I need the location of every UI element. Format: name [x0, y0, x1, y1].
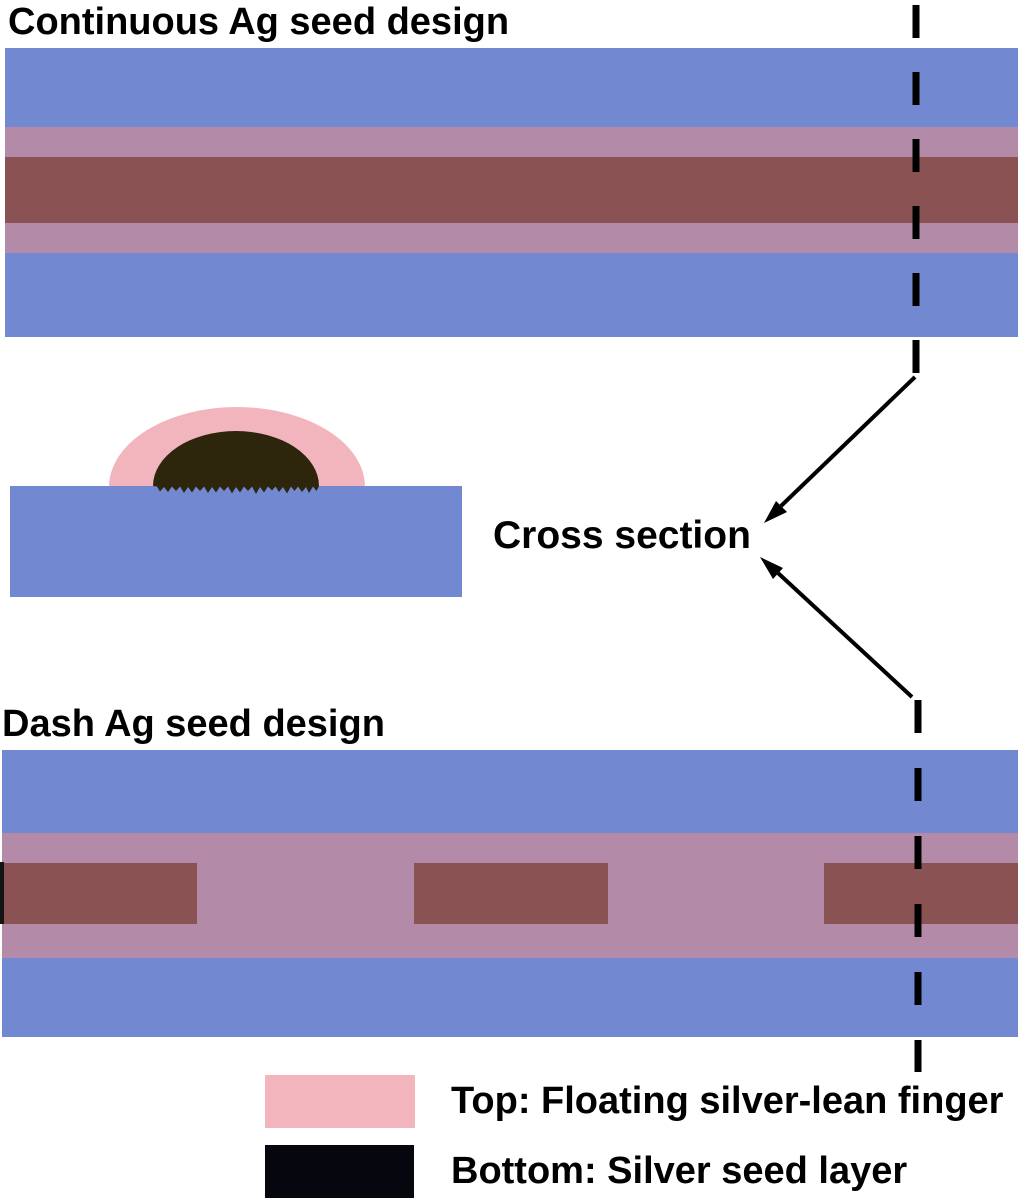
- dash-design-bar: [2, 750, 1018, 1037]
- cross-section-figure: [10, 407, 462, 597]
- dash-busbar-blue-bottom: [2, 958, 1018, 1037]
- legend-swatch-finger: [265, 1075, 415, 1128]
- substrate: [10, 486, 462, 597]
- left-crop-edge: [0, 862, 4, 924]
- silver-seed-dash-2: [414, 863, 608, 924]
- silver-seed-dash-3: [824, 863, 1018, 924]
- arrow-line-bottom: [776, 571, 914, 699]
- arrowhead-bottom-icon: [760, 557, 783, 579]
- dash-busbar-blue-top: [2, 750, 1018, 833]
- floating-finger-band-bottom: [5, 223, 1018, 253]
- dash-floating-finger-band: [2, 833, 1018, 958]
- floating-finger-band-top: [5, 127, 1018, 157]
- arrowhead-top-icon: [764, 501, 787, 523]
- silver-seed-dash-1: [2, 863, 197, 924]
- arrow-line-top: [779, 375, 917, 508]
- legend-label-finger: Top: Floating silver-lean finger: [451, 1080, 1004, 1122]
- legend-label-seed: Bottom: Silver seed layer: [451, 1150, 908, 1192]
- continuous-silver-seed-band: [5, 157, 1018, 223]
- busbar-blue-bottom: [5, 253, 1018, 337]
- busbar-blue-top: [5, 48, 1018, 127]
- continuous-design-title: Continuous Ag seed design: [8, 1, 510, 43]
- silver-seed-blob: [153, 431, 319, 494]
- legend-swatch-seed: [265, 1145, 414, 1198]
- dash-design-title: Dash Ag seed design: [2, 703, 385, 745]
- cross-section-label: Cross section: [493, 514, 751, 557]
- continuous-design-bar: [5, 48, 1018, 337]
- finger-dome: [109, 407, 365, 567]
